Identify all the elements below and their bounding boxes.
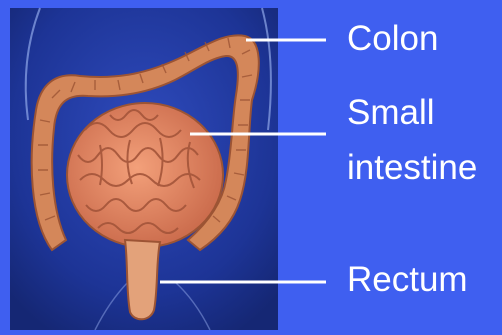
small-intestine-label-line2: intestine — [347, 148, 477, 188]
colon-label: Colon — [347, 19, 438, 59]
rectum-shape — [125, 240, 160, 319]
small-intestine-label-line1: Small — [347, 93, 435, 133]
rectum-label: Rectum — [347, 260, 468, 300]
